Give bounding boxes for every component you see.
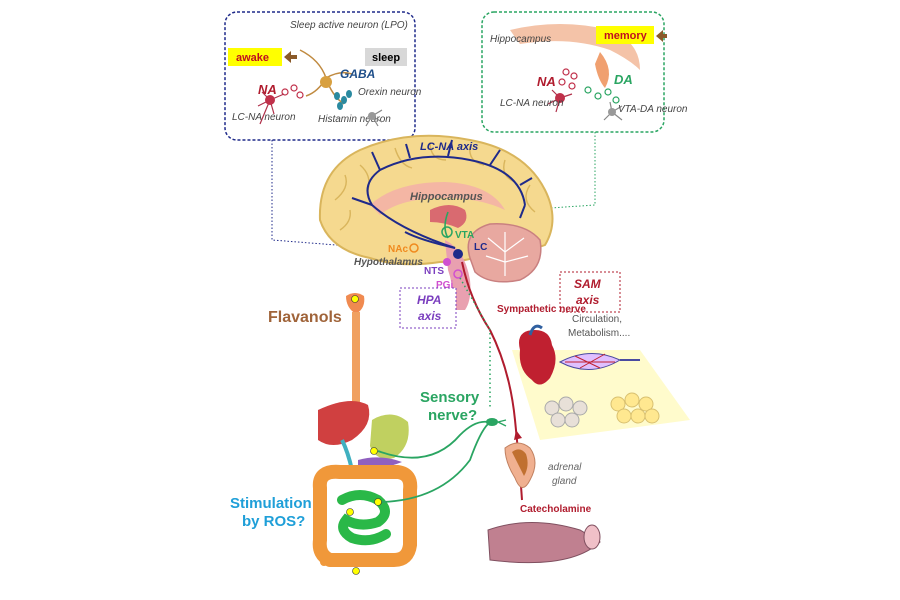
- hippocampus-label-inset: Hippocampus: [490, 34, 551, 45]
- circulation-label-2: Metabolism....: [568, 328, 630, 339]
- na-label-memory: NA: [537, 74, 556, 89]
- orexin-neuron-label: Orexin neuron: [358, 87, 422, 98]
- circulation-label-1: Circulation,: [572, 314, 622, 325]
- hippocampus-brain: [430, 205, 467, 228]
- hpa-axis-label-2: axis: [418, 309, 442, 323]
- fat-cells-yellow-icon: [610, 392, 660, 424]
- nac-node: [409, 243, 419, 253]
- sensory-nerve-icon: [486, 418, 507, 427]
- sensory-nerve-label-2: nerve?: [428, 407, 477, 424]
- up-arrow-icon-memory: [656, 30, 667, 42]
- gaba-label: GABA: [340, 67, 375, 81]
- lcna-neuron-label-memory: LC-NA neuron: [500, 98, 564, 109]
- up-arrow-icon: [284, 51, 297, 63]
- digestive-system: [312, 293, 418, 575]
- adrenal-label-1: adrenal: [548, 462, 582, 473]
- vta-label: VTA: [455, 230, 474, 241]
- sleep-highlight: [365, 48, 407, 66]
- pgi-node: [453, 269, 463, 279]
- heart-icon: [519, 324, 556, 385]
- hpa-axis-label-1: HPA: [417, 293, 441, 307]
- awake-highlight: [228, 48, 282, 66]
- nts-label: NTS: [424, 266, 444, 277]
- catecholamine-label: Catecholamine: [520, 504, 592, 515]
- stimulation-label-2: by ROS?: [242, 513, 305, 530]
- sleep-label: sleep: [372, 52, 400, 64]
- sleep-active-neuron-label: Sleep active neuron (LPO): [290, 20, 408, 31]
- sam-axis-label-1: SAM: [574, 277, 602, 291]
- mouth-shape: [346, 293, 365, 314]
- hippocampus-label-brain: Hippocampus: [410, 191, 483, 203]
- vta-node: [441, 226, 453, 238]
- blood-vessel-icon: [487, 522, 601, 564]
- da-label: DA: [614, 72, 633, 87]
- brain: LC-NA axis Hippocampus VTA NAc LC Hypoth…: [318, 134, 554, 310]
- vtada-neuron-label: VTA-DA neuron: [618, 104, 688, 115]
- lcna-neuron-icon-memory: [547, 89, 573, 113]
- svg-text:Orexin neuron: Orexin neuron: [358, 87, 422, 98]
- lcna-axis-label: LC-NA axis: [420, 141, 478, 153]
- sympathetic-nerve-label: Sympathetic nerve: [497, 304, 586, 315]
- sam-axis-label-2: axis: [576, 293, 600, 307]
- vtada-neuron-icon: [603, 101, 623, 121]
- esophagus: [352, 312, 360, 402]
- large-intestine: [312, 464, 418, 567]
- hypothalamus-label: Hypothalamus: [354, 257, 423, 268]
- lc-node: [453, 249, 463, 259]
- brainstem: [445, 240, 471, 310]
- na-label-sleep: NA: [258, 82, 277, 97]
- pgi-label: PGi: [436, 280, 453, 291]
- sympathetic-arrow-icon: [514, 430, 522, 440]
- hippocampus-tail: [595, 52, 609, 88]
- sensory-nerve-label-1: Sensory: [420, 389, 480, 406]
- gaba-vesicles: [334, 90, 352, 110]
- awake-label: awake: [236, 52, 269, 64]
- adrenal-gland-icon: [504, 442, 536, 488]
- stimulation-label-1: Stimulation: [230, 495, 312, 512]
- adrenal-label-2: gland: [552, 476, 577, 487]
- memory-highlight: [596, 26, 654, 44]
- small-intestine: [337, 490, 391, 546]
- lc-label: LC: [474, 242, 487, 253]
- na-vesicles-memory: [558, 68, 578, 90]
- fat-cells-grey-icon: [544, 396, 588, 428]
- da-vesicles: [584, 86, 620, 104]
- lcna-axis-pathways: [351, 139, 533, 249]
- stomach: [370, 414, 409, 459]
- lcna-neuron-icon-sleep: [257, 91, 285, 125]
- na-vesicles-sleep: [281, 84, 304, 99]
- histamin-neuron-label: Histamin neuron: [318, 114, 391, 125]
- nac-label: NAc: [388, 244, 408, 255]
- nts-node: [443, 258, 451, 266]
- flavanols-label: Flavanols: [268, 309, 342, 326]
- memory-inset: Hippocampus memory NA DA LC-NA neuron VT…: [481, 11, 688, 133]
- liver: [318, 401, 370, 445]
- hpa-axis-box: HPA axis: [399, 287, 457, 329]
- sleep-inset: Sleep active neuron (LPO) awake sleep GA…: [224, 11, 422, 141]
- lcna-neuron-label-sleep: LC-NA neuron: [232, 112, 296, 123]
- memory-label: memory: [604, 30, 648, 42]
- sam-axis-box: SAM axis: [559, 271, 621, 313]
- lpo-neuron-icon: [299, 49, 353, 105]
- histamin-neuron-icon: [365, 109, 383, 127]
- vessel-network-icon: [558, 352, 640, 371]
- sensory-nerve-lines: [377, 420, 489, 503]
